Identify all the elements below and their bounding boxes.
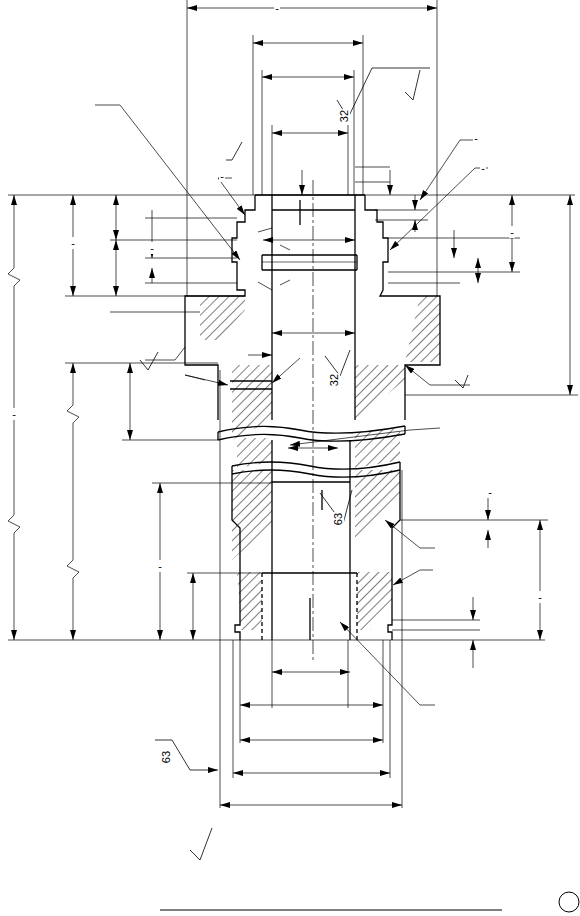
dimension-value: - (11, 408, 17, 420)
dimension-value: - (509, 226, 515, 238)
dimension-value: - (473, 132, 479, 144)
dimension-value: - (219, 170, 225, 182)
dimension-value: - (537, 591, 543, 603)
dimension-value: - (274, 2, 280, 14)
dimension-value: - (149, 242, 155, 254)
surface-finish-value: 63 (160, 750, 172, 764)
hatched-sections (200, 296, 440, 630)
dimension-value: - (480, 162, 486, 174)
title-block-marks (160, 892, 579, 912)
dimension-value: - (157, 560, 163, 572)
dimension-lines (8, 8, 570, 805)
centerline (313, 180, 314, 660)
dimension-value: - (70, 237, 76, 249)
leader-lines (95, 105, 488, 705)
surface-finish-value: 63 (332, 512, 344, 526)
surface-finish-value: 32 (338, 109, 350, 123)
surface-finish-value: 32 (328, 373, 340, 387)
dimension-value: - (487, 486, 493, 498)
extension-lines (8, 0, 578, 808)
surface-finish-symbols (140, 68, 468, 860)
